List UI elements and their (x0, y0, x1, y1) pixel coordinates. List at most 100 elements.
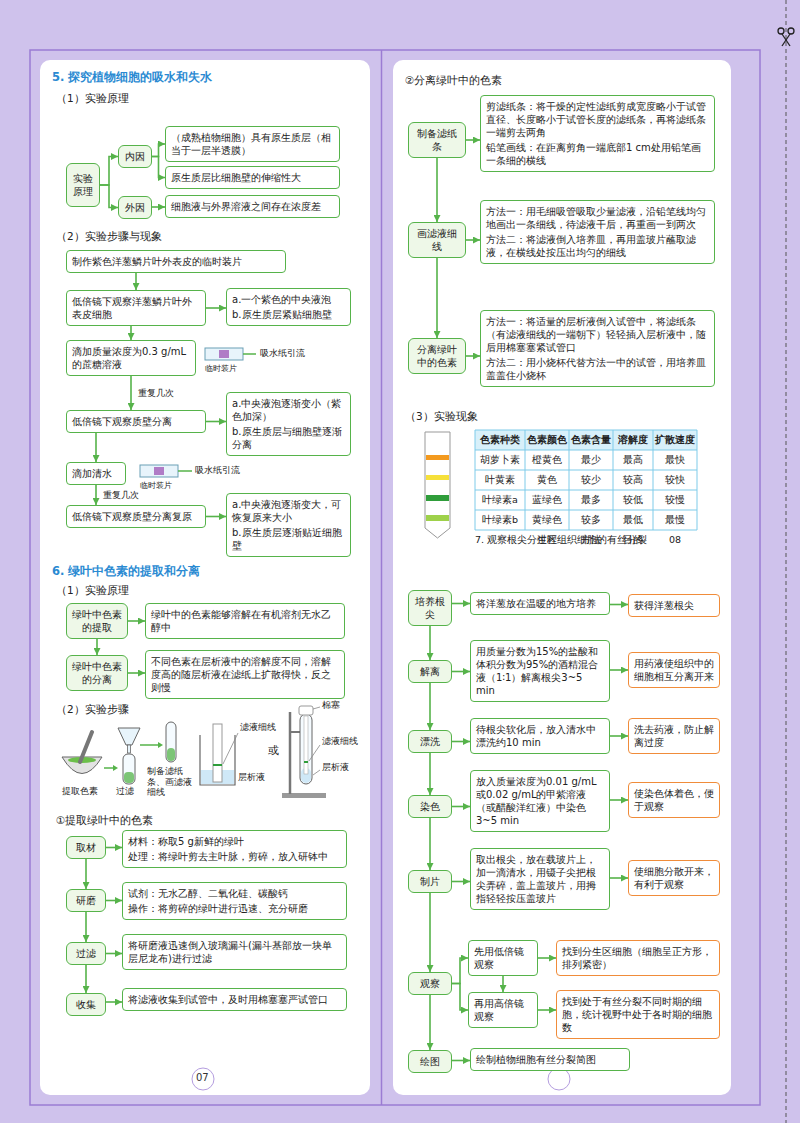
node-text: 绿叶中色素的提取 (72, 608, 122, 634)
figure-label: 滤液细线 (240, 722, 276, 733)
cut-line (788, 28, 794, 34)
flow-arrow (452, 958, 468, 984)
process-box: （成熟植物细胞）具有原生质层（相当于一层半透膜） (165, 126, 340, 162)
table-cell: 较多 (569, 514, 613, 526)
node-text: 制作紫色洋葱鳞片叶外表皮的临时装片 (72, 255, 280, 268)
table-cell: 色素含量 (569, 434, 613, 446)
table-grid (613, 430, 614, 530)
table-cell: 叶黄素 (475, 474, 525, 486)
process-box: 先用低倍镜观察 (468, 940, 538, 976)
flow-arrow (436, 258, 438, 338)
figure-label: 过滤 (116, 786, 134, 797)
node-text: 漂洗 (420, 735, 440, 748)
process-box: 细胞液与外界溶液之间存在浓度差 (165, 195, 340, 218)
funnel (124, 772, 134, 783)
flow-arrow (610, 877, 628, 879)
flow-arrow (429, 753, 431, 795)
funnel (118, 728, 140, 745)
flow-arrow (128, 672, 145, 674)
flow-arrow (135, 273, 137, 290)
table-grid (475, 430, 476, 530)
flow-arrow (152, 206, 165, 208)
stand (304, 761, 308, 763)
table-cell: 较少 (569, 474, 613, 486)
node-text: 实验原理 (72, 172, 94, 198)
node-text: 试剂：无水乙醇、二氧化硅、碳酸钙 (128, 887, 341, 900)
process-box: 放入质量浓度为0.01 g/mL或0.02 g/mL的甲紫溶液（或醋酸洋红液）中… (470, 770, 610, 832)
table-cell: 最少 (569, 454, 613, 466)
purpose-box: 获得洋葱根尖 (628, 594, 720, 617)
process-box: 再用高倍镜观察 (468, 992, 538, 1028)
node-text: 再用高倍镜观察 (474, 997, 532, 1023)
flow-arrow (452, 741, 470, 743)
step-tab: 绘图 (408, 1050, 452, 1073)
process-box: 方法一：将适量的层析液倒入试管中，将滤纸条（有滤液细线的一端朝下）轻轻插入层析液… (480, 310, 715, 387)
sub-heading: （2）实验步骤 (56, 703, 129, 716)
mortar (62, 732, 118, 774)
stand (290, 731, 301, 733)
flow-arrow (466, 139, 480, 141)
process-box: 取出根尖，放在载玻片上，加一滴清水，用镊子尖把根尖弄碎，盖上盖玻片，用拇指轻轻按… (470, 848, 610, 910)
table-cell: 蓝绿色 (525, 494, 569, 506)
step-tab: 染色 (408, 795, 452, 818)
test-tube (166, 722, 176, 762)
flow-arrow (452, 984, 468, 1011)
sub-heading: （2）实验步骤与现象 (56, 230, 162, 243)
flow-arrow (429, 893, 431, 972)
stand (304, 716, 308, 774)
table-cell: 色素种类 (475, 434, 525, 446)
figure-label: 吸水纸引流 (260, 348, 305, 359)
table-cell: 目的 (613, 534, 653, 546)
page-number-tab (548, 1068, 570, 1090)
node-text: 低倍镜下观察质壁分离 (72, 415, 200, 428)
funnel (140, 744, 158, 746)
page-number-tab (192, 1068, 214, 1090)
slide-icon (219, 350, 229, 358)
flow-arrow (610, 669, 628, 671)
step-tab: 观察 (408, 972, 452, 995)
figure-label: 制备滤纸条、画滤液细线 (147, 766, 197, 798)
node-text: 找到分生区细胞（细胞呈正方形，排列紧密） (562, 945, 714, 971)
node-text: 收集 (76, 998, 96, 1011)
stand (282, 793, 326, 798)
filter-strip (426, 495, 449, 501)
slide-icon (178, 470, 192, 472)
flow-arrow (95, 433, 97, 462)
table-cell: 较高 (613, 474, 653, 486)
figure-label: 层析液 (322, 762, 349, 773)
flow-arrow (152, 144, 165, 157)
stand (289, 712, 292, 794)
step-tab: 绿叶中色素的分离 (66, 655, 128, 691)
table-grid (475, 510, 697, 511)
process-box: 制作紫色洋葱鳞片叶外表皮的临时装片 (66, 250, 286, 273)
page-frame (30, 50, 760, 1105)
stand (299, 706, 313, 715)
step-tab: 绿叶中色素的提取 (66, 603, 128, 639)
node-text: 制备滤纸条 (414, 127, 460, 153)
cut-line (786, 0, 787, 1123)
step-tab: 实验原理 (66, 163, 100, 207)
table-cell: 较慢 (653, 494, 697, 506)
table-cell: 叶绿素b (475, 514, 525, 526)
purpose-box: 用药液使组织中的细胞相互分离开来 (628, 652, 720, 688)
flow-arrow (502, 976, 504, 992)
node-text: 将洋葱放在温暖的地方培养 (476, 597, 604, 610)
section-title: 5. 探究植物细胞的吸水和失水 (52, 70, 212, 84)
page-frame (30, 50, 760, 1105)
flow-arrow (206, 307, 226, 309)
process-box: 滴加清水 (66, 462, 126, 485)
sub-heading: 或 (268, 744, 279, 757)
flow-arrow (429, 683, 431, 730)
sub-heading: ①提取绿叶中的色素 (56, 814, 153, 827)
figure-label: 滤液细线 (322, 736, 358, 747)
flow-arrow (538, 1009, 556, 1011)
step-tab: 研磨 (66, 889, 106, 912)
flow-arrow (466, 355, 480, 357)
process-box: 低倍镜下观察质壁分离复原 (66, 505, 206, 528)
flow-arrow (452, 881, 470, 883)
node-text: 内因 (125, 150, 145, 163)
funnel (123, 754, 135, 784)
table-cell: 叶绿素a (475, 494, 525, 506)
step-tab: 分离绿叶中的色素 (408, 338, 466, 374)
table-cell: 较快 (653, 474, 697, 486)
